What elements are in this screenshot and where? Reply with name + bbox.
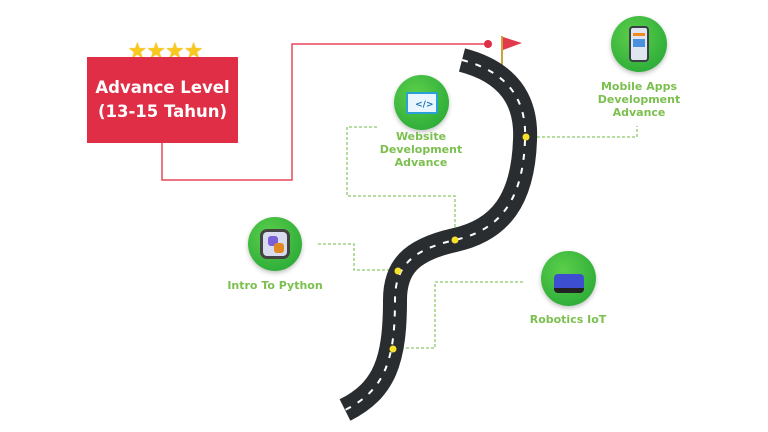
milestone-dot-robotics [389, 345, 397, 353]
course-label-python: Intro To Python [227, 279, 323, 292]
label-line: Advance [612, 106, 666, 119]
course-website[interactable]: </> [394, 75, 449, 130]
label-line: Advance [394, 156, 448, 169]
course-mobile[interactable] [611, 16, 667, 72]
course-python[interactable] [248, 217, 302, 271]
label-line: Mobile Apps [600, 80, 678, 93]
flag-icon [503, 37, 522, 50]
level-age: (13-15 Tahun) [97, 102, 228, 121]
python-icon [260, 229, 290, 259]
smartphone-icon [629, 26, 649, 62]
course-label-robotics: Robotics IoT [529, 313, 607, 326]
level-badge: Advance Level (13-15 Tahun) [87, 57, 238, 143]
level-title: Advance Level [95, 78, 230, 97]
mobile-connector [527, 126, 638, 138]
label-line: Development [597, 93, 681, 106]
label-line: Development [379, 143, 463, 156]
website-connector [346, 126, 456, 240]
monitor-code-icon: </> [405, 91, 438, 114]
robot-icon [553, 274, 584, 293]
course-label-website: Website Development Advance [356, 130, 486, 169]
course-label-mobile: Mobile Apps Development Advance [574, 80, 704, 119]
milestone-dot-python [394, 267, 402, 275]
milestone-dot-mobile [522, 133, 530, 141]
milestone-dot-website [451, 236, 459, 244]
course-robotics[interactable] [541, 251, 596, 306]
python-connector [318, 243, 398, 271]
level-connector-line [161, 43, 488, 181]
label-line: Website [395, 130, 447, 143]
robotics-connector [393, 281, 523, 349]
connector-end-dot [484, 40, 492, 48]
